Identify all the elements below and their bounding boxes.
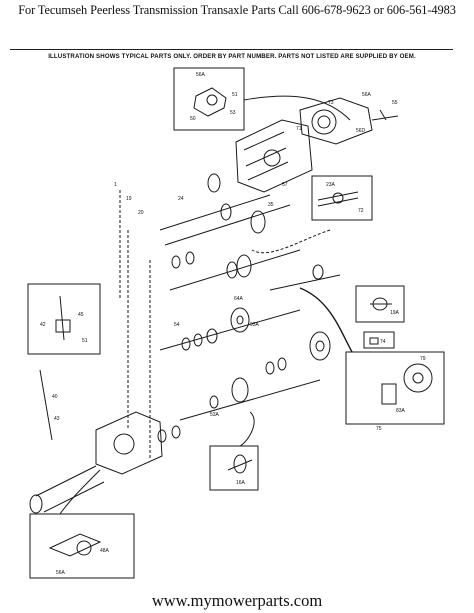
- callout: 23A: [326, 182, 336, 188]
- shaft-lower: [179, 379, 321, 421]
- lower-housing: [95, 411, 163, 475]
- callout: 19: [126, 196, 132, 202]
- website-footer-link[interactable]: www.mymowerparts.com: [151, 591, 323, 610]
- axle-shaft: [269, 274, 341, 291]
- callout: 56A: [56, 570, 66, 576]
- inset-box-19a: [355, 285, 405, 323]
- axle-housing-right: [299, 97, 373, 145]
- diagram-frame: [10, 49, 453, 578]
- inset-box-shift-lever: [27, 283, 101, 355]
- callout: 73: [328, 100, 334, 106]
- callout-labels: 56A 50 51 53 73 56A 55 56D 23A 72 19A 74…: [40, 72, 426, 576]
- pinion-gear: [231, 377, 249, 403]
- callout: 54: [174, 322, 180, 328]
- gear-3: [236, 254, 252, 278]
- differential-gear: [230, 307, 250, 333]
- callout: 24: [178, 196, 184, 202]
- callout: 64A: [234, 296, 244, 302]
- shift-lever: [59, 295, 65, 341]
- leader-line-right: [299, 287, 353, 353]
- cover-part: [193, 87, 227, 117]
- axle-housing-bearing: [311, 109, 337, 135]
- axle-tube: [35, 465, 105, 513]
- callout: 55: [392, 100, 398, 106]
- shaft-middle: [169, 249, 301, 291]
- lever-arm: [39, 369, 53, 441]
- callout: 1: [114, 182, 117, 188]
- callout: 42: [40, 322, 46, 328]
- callout: 83A: [396, 408, 406, 414]
- callout: 45: [78, 312, 84, 318]
- callout: 74: [380, 339, 386, 345]
- inset-box-16a: [209, 445, 259, 491]
- callout: 57: [282, 182, 288, 188]
- callout: 50: [190, 116, 196, 122]
- callout: 51: [82, 338, 88, 344]
- callout: 40: [52, 394, 58, 400]
- callout: 93A: [250, 322, 260, 328]
- page-header-title: For Tecumseh Peerless Transmission Trans…: [18, 3, 456, 17]
- brake-disc: [403, 363, 433, 393]
- callout: 72: [358, 208, 364, 214]
- illustration-note: ILLUSTRATION SHOWS TYPICAL PARTS ONLY. O…: [48, 53, 416, 60]
- callout: 20: [138, 210, 144, 216]
- callout: 19A: [390, 310, 400, 316]
- inset-box-top: [173, 67, 245, 131]
- inset-box-56a: [29, 513, 135, 579]
- callout: 16A: [236, 480, 246, 486]
- callout: 75: [376, 426, 382, 432]
- callout: 51: [232, 92, 238, 98]
- cover-bearing: [206, 94, 218, 106]
- shaft-upper: [159, 194, 271, 231]
- alignment-lines: [119, 190, 151, 460]
- callout: 53A: [210, 412, 220, 418]
- leader-line-top: [243, 95, 351, 121]
- callout: 56D: [356, 128, 366, 134]
- callout: 79: [420, 356, 426, 362]
- callout: 53: [230, 110, 236, 116]
- main-case-upper: [235, 119, 313, 193]
- inset-box-74: [363, 331, 395, 349]
- callout: 71: [296, 126, 302, 132]
- gear-1: [207, 173, 221, 193]
- callout: 43: [54, 416, 60, 422]
- bevel-gear: [309, 331, 331, 361]
- callout: 35: [268, 202, 274, 208]
- gear-2: [250, 210, 266, 234]
- callout: 56A: [196, 72, 206, 78]
- inset-box-83a: [345, 351, 445, 425]
- callout: 48A: [100, 548, 110, 554]
- callout: 56A: [362, 92, 372, 98]
- inset-box-23a: [311, 175, 373, 221]
